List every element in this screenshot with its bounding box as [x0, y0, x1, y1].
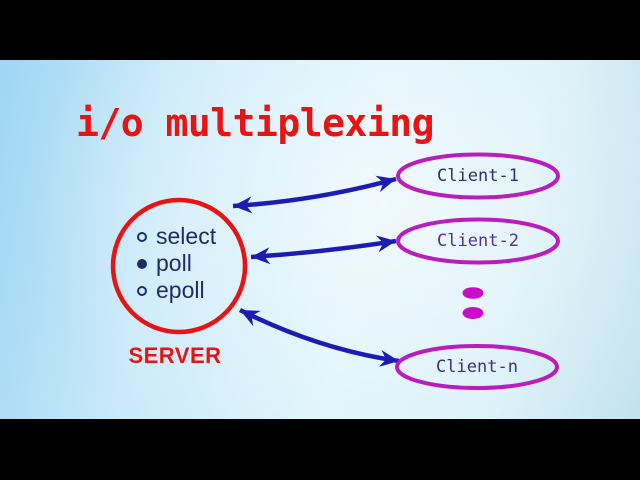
- letterbox-bottom-bar: [0, 419, 640, 480]
- letterbox-top-bar: [0, 0, 640, 60]
- list-item: poll: [137, 250, 216, 277]
- server-label: SERVER: [128, 343, 222, 368]
- filled-bullet-icon: [137, 258, 147, 269]
- method-label: poll: [156, 250, 192, 276]
- clientn-label: Client-n: [436, 357, 518, 377]
- method-label: select: [156, 223, 217, 249]
- client2-label: Client-2: [437, 231, 519, 251]
- list-item: select: [137, 223, 216, 250]
- client1-label: Client-1: [437, 166, 519, 186]
- server-methods-list: select poll epoll: [137, 223, 216, 304]
- page-title: i/o multiplexing: [76, 101, 435, 145]
- method-label: epoll: [156, 277, 205, 303]
- list-item: epoll: [137, 277, 216, 304]
- hollow-bullet-icon: [137, 231, 147, 242]
- hollow-bullet-icon: [137, 285, 147, 296]
